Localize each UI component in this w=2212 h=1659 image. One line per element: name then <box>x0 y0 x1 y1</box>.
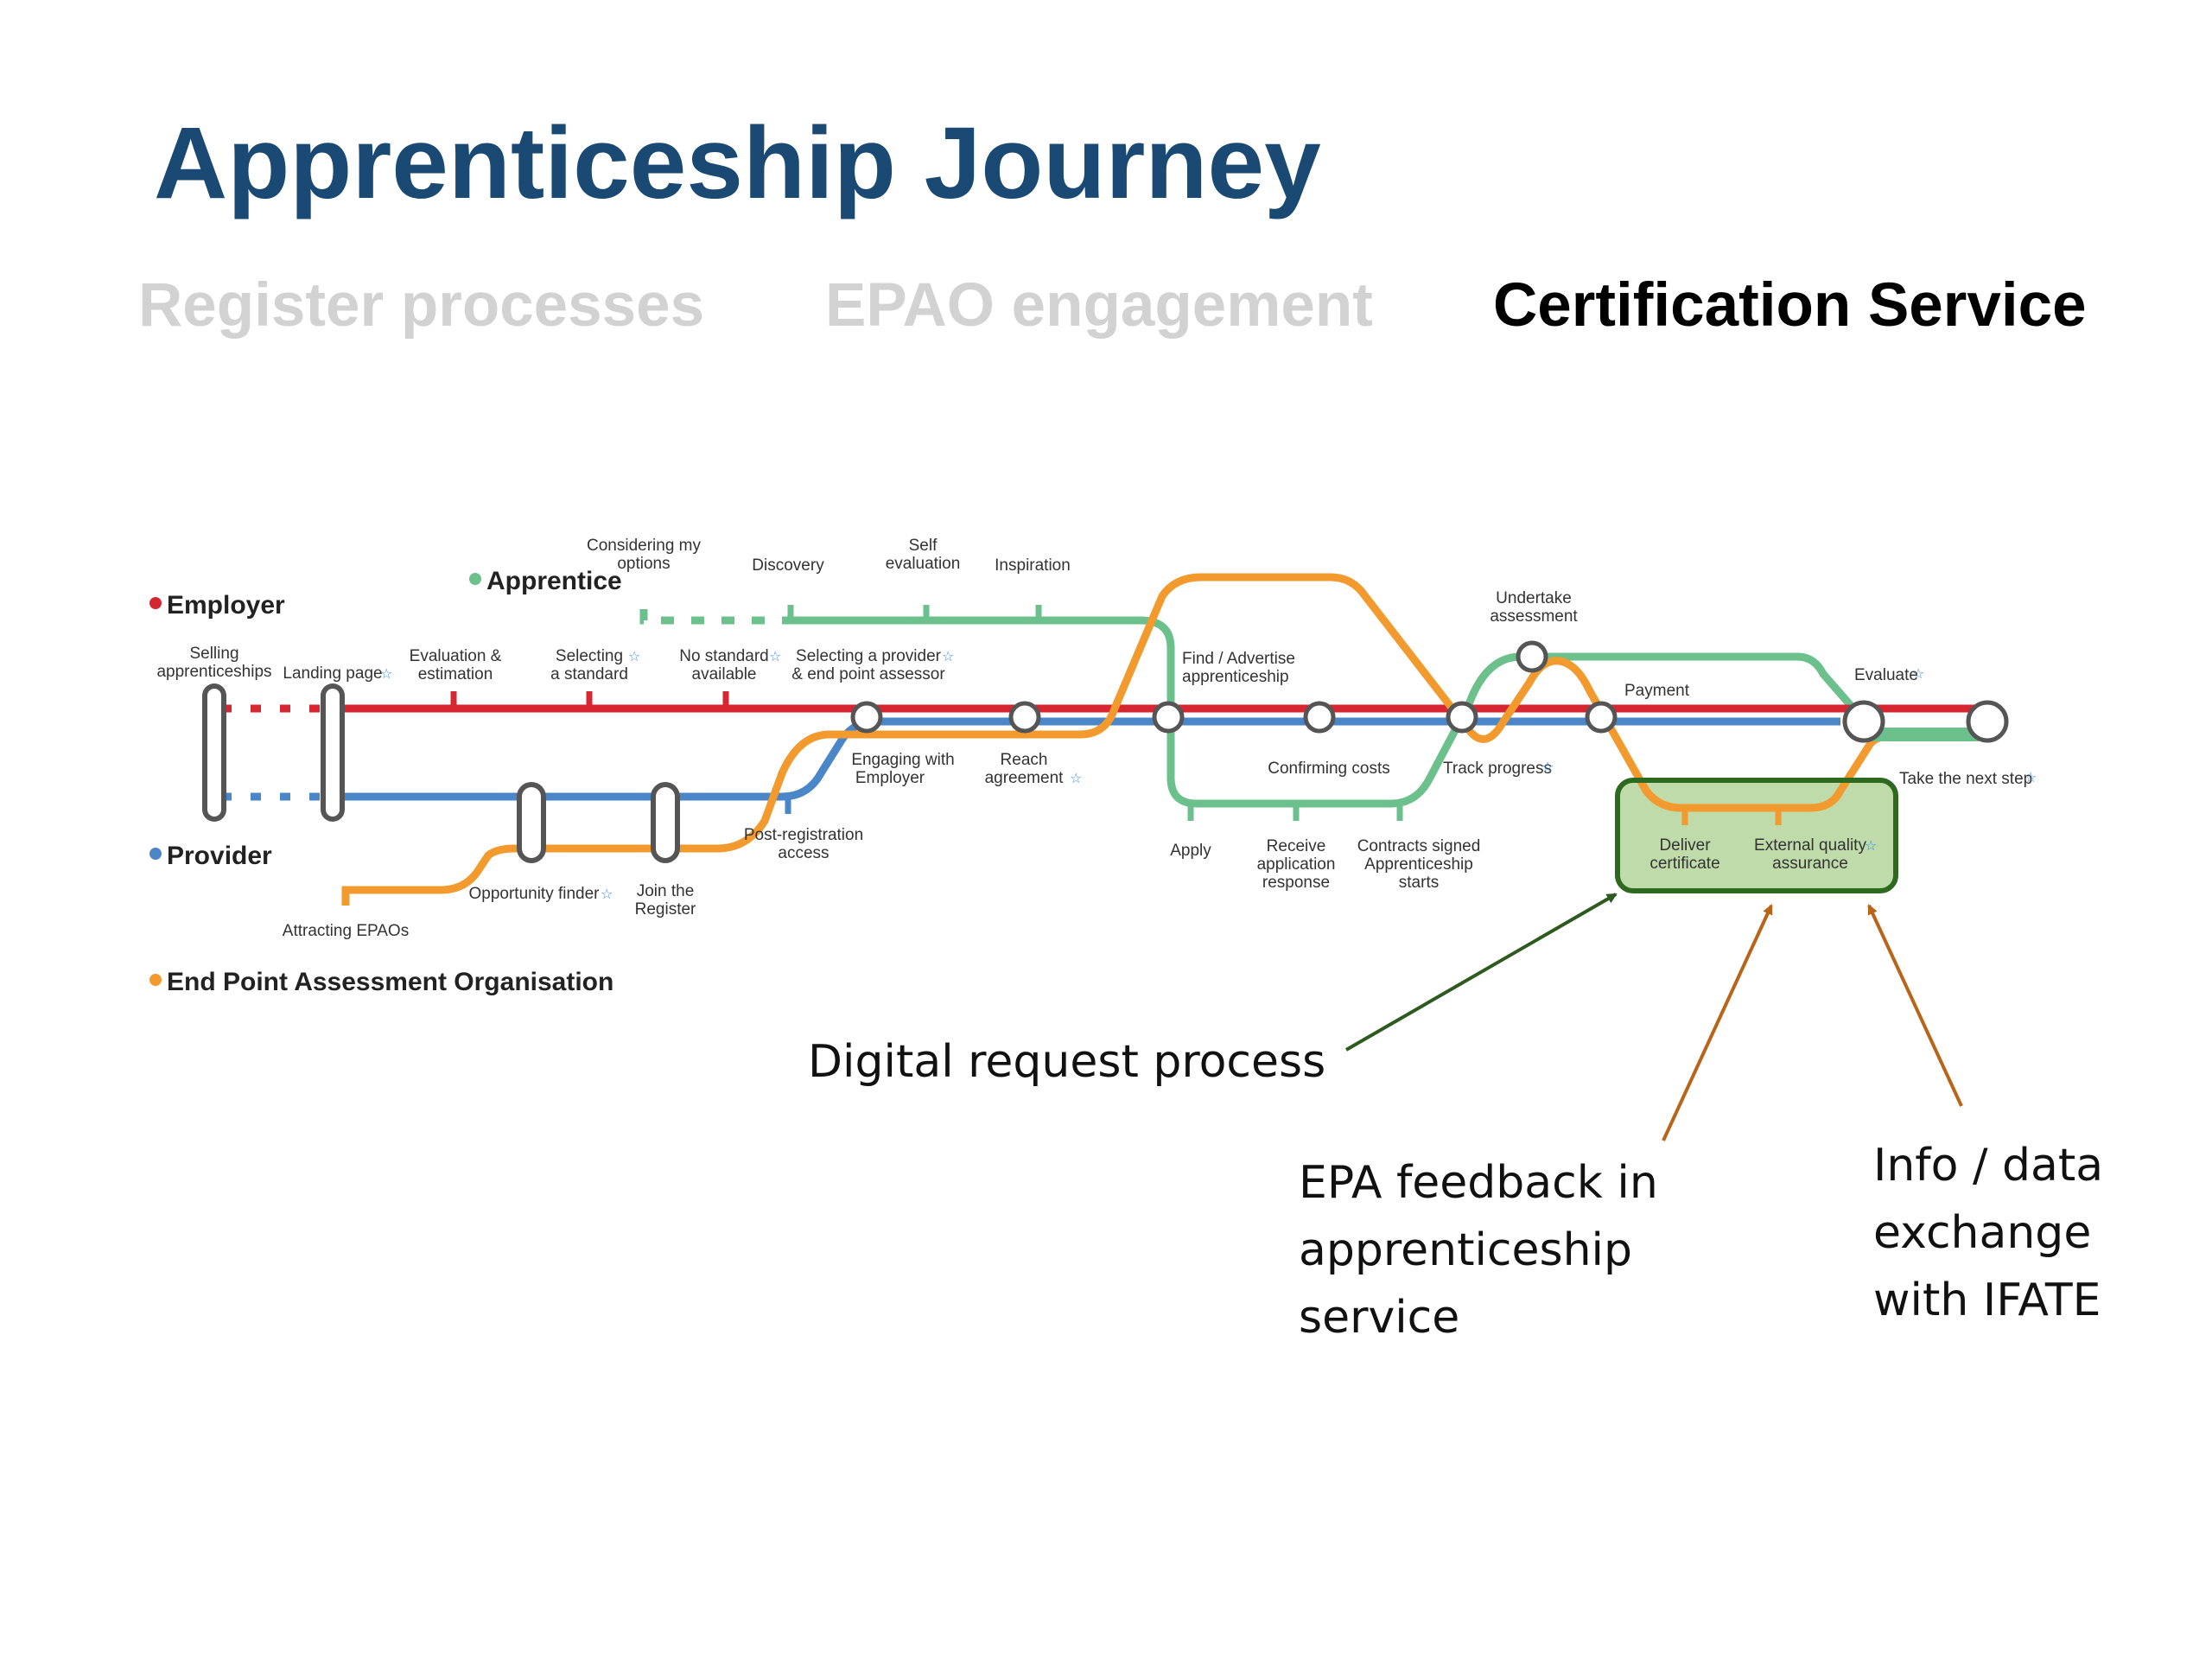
label-track: Track progress <box>1443 760 1552 778</box>
apprentice-line <box>639 609 1874 808</box>
label-considering-1: Considering my <box>587 537 701 555</box>
legend-employer: Employer <box>167 591 285 620</box>
label-post-reg-1: Post-registration <box>744 826 863 844</box>
station-payment <box>1585 701 1618 734</box>
station-find <box>1152 701 1185 734</box>
label-attracting: Attracting EPAOs <box>283 922 409 940</box>
arrow-epa-feedback <box>1662 904 1773 1141</box>
star-icon: ☆ <box>1865 837 1877 854</box>
arrow-info-exchange <box>1867 904 1963 1107</box>
label-selecting-standard-2: a standard <box>550 665 628 683</box>
star-icon: ☆ <box>628 648 640 664</box>
callout-info-exchange-line: exchange <box>1873 1207 2092 1259</box>
label-contracts-2: Apprenticeship <box>1364 855 1473 874</box>
label-confirming: Confirming costs <box>1268 760 1390 778</box>
callout-epa-feedback: EPA feedback in apprenticeship service <box>1299 1149 1658 1351</box>
star-icon: ☆ <box>1541 759 1554 775</box>
tab-register-processes[interactable]: Register processes <box>138 271 705 340</box>
legend-apprentice: Apprentice <box>486 567 622 595</box>
label-selling-2: apprenticeships <box>156 663 271 681</box>
stations <box>850 640 2009 743</box>
epao-line <box>341 573 1979 906</box>
label-apply: Apply <box>1170 842 1211 860</box>
label-external-quality-2: assurance <box>1772 855 1848 873</box>
callout-epa-feedback-line: service <box>1299 1292 1460 1344</box>
label-external-quality-1: External quality <box>1754 836 1866 855</box>
star-icon: ☆ <box>1070 770 1082 786</box>
label-payment: Payment <box>1624 682 1690 700</box>
callout-epa-feedback-line: apprenticeship <box>1299 1224 1632 1276</box>
label-engaging-1: Engaging with <box>851 751 954 769</box>
station-confirming <box>1303 701 1336 734</box>
label-selecting-provider-2: & end point assessor <box>791 665 945 683</box>
callout-info-exchange-line: Info / data <box>1873 1140 2104 1192</box>
label-selling-1: Selling <box>189 645 238 663</box>
star-icon: ☆ <box>1912 665 1924 682</box>
label-considering-2: options <box>617 555 670 573</box>
station-undertake <box>1516 640 1548 673</box>
legend-epao: End Point Assessment Organisation <box>167 968 613 996</box>
arrow-digital-request <box>1345 893 1618 1052</box>
star-icon: ☆ <box>380 665 392 682</box>
employer-legend-dot <box>149 597 162 609</box>
label-evaluate: Evaluate <box>1854 666 1918 684</box>
station-engaging <box>850 701 883 734</box>
epao-legend-dot <box>149 974 162 986</box>
certification-highlight-fill <box>1618 780 1896 891</box>
label-deliver-2: certificate <box>1649 855 1719 873</box>
label-find-1: Find / Advertise <box>1182 650 1295 668</box>
label-selecting-standard-1: Selecting <box>556 647 623 665</box>
callout-epa-feedback-line: EPA feedback in <box>1299 1157 1658 1209</box>
label-engaging-2: Employer <box>855 769 925 787</box>
label-contracts-3: starts <box>1399 874 1439 892</box>
star-icon: ☆ <box>942 648 954 664</box>
label-eval-est-1: Evaluation & <box>410 647 502 665</box>
label-reach-2: agreement <box>985 769 1065 787</box>
label-eval-est-2: estimation <box>418 665 493 683</box>
label-self-eval-1: Self <box>909 537 938 555</box>
label-take-next: Take the next step <box>1899 770 2032 788</box>
label-reach-1: Reach <box>1001 751 1048 769</box>
callout-info-exchange-line: with IFATE <box>1873 1274 2101 1326</box>
label-post-reg-2: access <box>778 844 829 862</box>
label-opportunity: Opportunity finder <box>468 885 600 903</box>
label-deliver-1: Deliver <box>1659 836 1711 855</box>
label-inspiration: Inspiration <box>995 556 1071 575</box>
station-terminus <box>1966 700 2009 743</box>
star-icon: ☆ <box>769 648 781 664</box>
tab-epao-engagement[interactable]: EPAO engagement <box>825 271 1373 340</box>
label-no-standard-2: available <box>692 665 757 683</box>
label-undertake-2: assessment <box>1490 607 1578 626</box>
station-evaluate <box>1842 700 1885 743</box>
callout-digital-request: Digital request process <box>808 1036 1326 1088</box>
tab-certification-service[interactable]: Certification Service <box>1493 271 2087 340</box>
station-reach <box>1008 701 1041 734</box>
label-self-eval-2: evaluation <box>886 555 961 573</box>
label-no-standard-1: No standard <box>679 647 769 665</box>
label-join-register-1: Join the <box>637 882 695 900</box>
page-title: Apprenticeship Journey <box>154 106 1321 220</box>
label-join-register-2: Register <box>635 900 696 918</box>
star-icon: ☆ <box>601 886 613 902</box>
label-receive-1: Receive <box>1267 837 1326 855</box>
legend-provider: Provider <box>167 842 272 870</box>
provider-legend-dot <box>149 848 162 860</box>
certification-highlight-box <box>1615 778 1898 893</box>
label-discovery: Discovery <box>752 556 824 575</box>
label-receive-3: response <box>1262 874 1330 892</box>
station-track <box>1446 701 1478 734</box>
label-contracts-1: Contracts signed <box>1357 837 1481 855</box>
apprentice-legend-dot <box>469 573 481 585</box>
star-icon: ☆ <box>2024 769 2037 785</box>
callout-info-exchange: Info / data exchange with IFATE <box>1873 1132 2103 1334</box>
label-selecting-provider-1: Selecting a provider <box>796 647 942 665</box>
label-receive-2: application <box>1257 855 1336 874</box>
label-landing: Landing page <box>283 664 382 683</box>
label-undertake-1: Undertake <box>1496 589 1572 607</box>
label-find-2: apprenticeship <box>1182 668 1289 686</box>
